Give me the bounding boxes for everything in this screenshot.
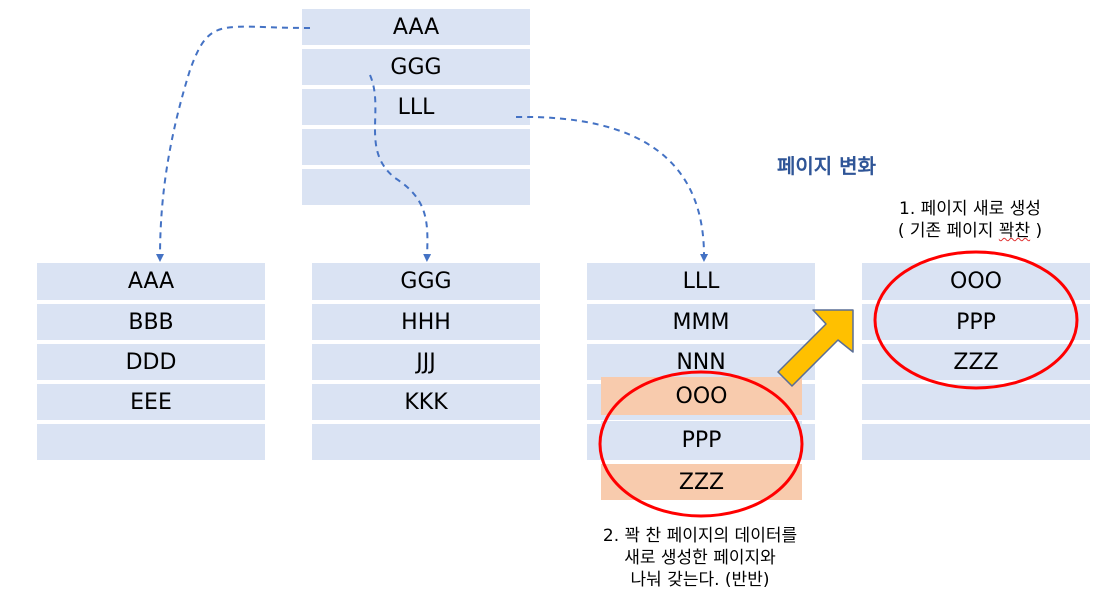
highlight-circle-new <box>873 250 1079 390</box>
leaf2-cell-2: HHH <box>312 304 540 340</box>
root-cell-2-label: GGG <box>390 54 442 80</box>
leaf3-cell-3: NNN <box>587 344 815 380</box>
leaf2-cell-1: GGG <box>312 263 540 300</box>
note-new-page-line2: ( 기존 페이지 꽉찬 ) <box>850 220 1090 242</box>
leaf3-cell-2-label: MMM <box>672 309 730 335</box>
leaf1-cell-5 <box>37 424 265 460</box>
leaf4-cell-3-label: ZZZ <box>953 349 999 375</box>
note-split: 2. 꽉 찬 페이지의 데이터를 새로 생성한 페이지와 나눠 갖는다. (반반… <box>560 525 840 591</box>
note-split-line2: 새로 생성한 페이지와 <box>624 548 776 568</box>
leaf1-cell-1: AAA <box>37 263 265 300</box>
note-new-page-line2-pre: ( 기존 페이지 <box>897 221 999 241</box>
leaf4-cell-2: PPP <box>862 304 1090 340</box>
pointer-arrow-ggg <box>369 74 432 262</box>
leaf4-cell-4 <box>862 384 1090 420</box>
move-block-arrow <box>777 309 854 387</box>
leaf4-cell-1: OOO <box>862 263 1090 300</box>
leaf4-cell-2-label: PPP <box>956 309 996 335</box>
note-new-page-line2-post: ) <box>1030 221 1043 241</box>
leaf3-cell-1-label: LLL <box>682 269 720 294</box>
pointer-arrow-lll <box>515 115 709 262</box>
note-new-page-line1: 1. 페이지 새로 생성 <box>899 199 1041 219</box>
leaf3-cell-5: PPP <box>601 421 802 459</box>
leaf3-cell-5-label: PPP <box>681 427 722 453</box>
leaf2-cell-5 <box>312 424 540 460</box>
leaf2-cell-3: JJJ <box>312 344 540 380</box>
leaf1-cell-3: DDD <box>37 344 265 380</box>
leaf3-cell-6: ZZZ <box>601 464 802 500</box>
root-cell-5 <box>302 169 530 205</box>
leaf1-cell-2-label: BBB <box>128 309 174 335</box>
note-new-page-line2-mark: 꽉찬 <box>998 221 1031 241</box>
leaf1-cell-4-label: EEE <box>130 389 172 415</box>
leaf1-cell-1-label: AAA <box>127 269 175 294</box>
note-new-page: 1. 페이지 새로 생성 ( 기존 페이지 꽉찬 ) <box>850 198 1090 242</box>
leaf4-cell-3: ZZZ <box>862 344 1090 380</box>
leaf2-cell-4-label: KKK <box>404 389 448 415</box>
pointer-arrow-aaa <box>156 25 311 262</box>
note-split-line1: 2. 꽉 찬 페이지의 데이터를 <box>602 526 798 546</box>
leaf2-cell-4: KKK <box>312 384 540 420</box>
leaf1-cell-4: EEE <box>37 384 265 420</box>
leaf1-cell-2: BBB <box>37 304 265 340</box>
leaf3-cell-1: LLL <box>587 263 815 300</box>
leaf2-cell-3-label: JJJ <box>416 349 436 375</box>
root-cell-3-label: LLL <box>397 94 435 120</box>
leaf3-cell-4-label: OOO <box>675 383 728 409</box>
diagram-title: 페이지 변화 <box>777 154 876 178</box>
leaf4-cell-5 <box>862 424 1090 460</box>
leaf3-cell-3-label: NNN <box>676 349 726 375</box>
leaf3-cell-2: MMM <box>587 304 815 340</box>
leaf2-cell-1-label: GGG <box>400 269 452 294</box>
root-cell-1: AAA <box>302 9 530 45</box>
root-cell-4 <box>302 129 530 165</box>
root-cell-1-label: AAA <box>392 14 440 40</box>
leaf3-cell-6-label: ZZZ <box>678 469 725 495</box>
root-cell-2: GGG <box>302 49 530 85</box>
note-split-line3: 나눠 갖는다. (반반) <box>630 570 770 590</box>
leaf1-cell-3-label: DDD <box>125 349 177 375</box>
root-cell-3: LLL <box>302 89 530 125</box>
highlight-circle-split <box>598 370 804 518</box>
leaf2-cell-2-label: HHH <box>401 309 451 335</box>
leaf3-cell-4: OOO <box>601 377 802 415</box>
leaf4-cell-1-label: OOO <box>950 269 1002 294</box>
